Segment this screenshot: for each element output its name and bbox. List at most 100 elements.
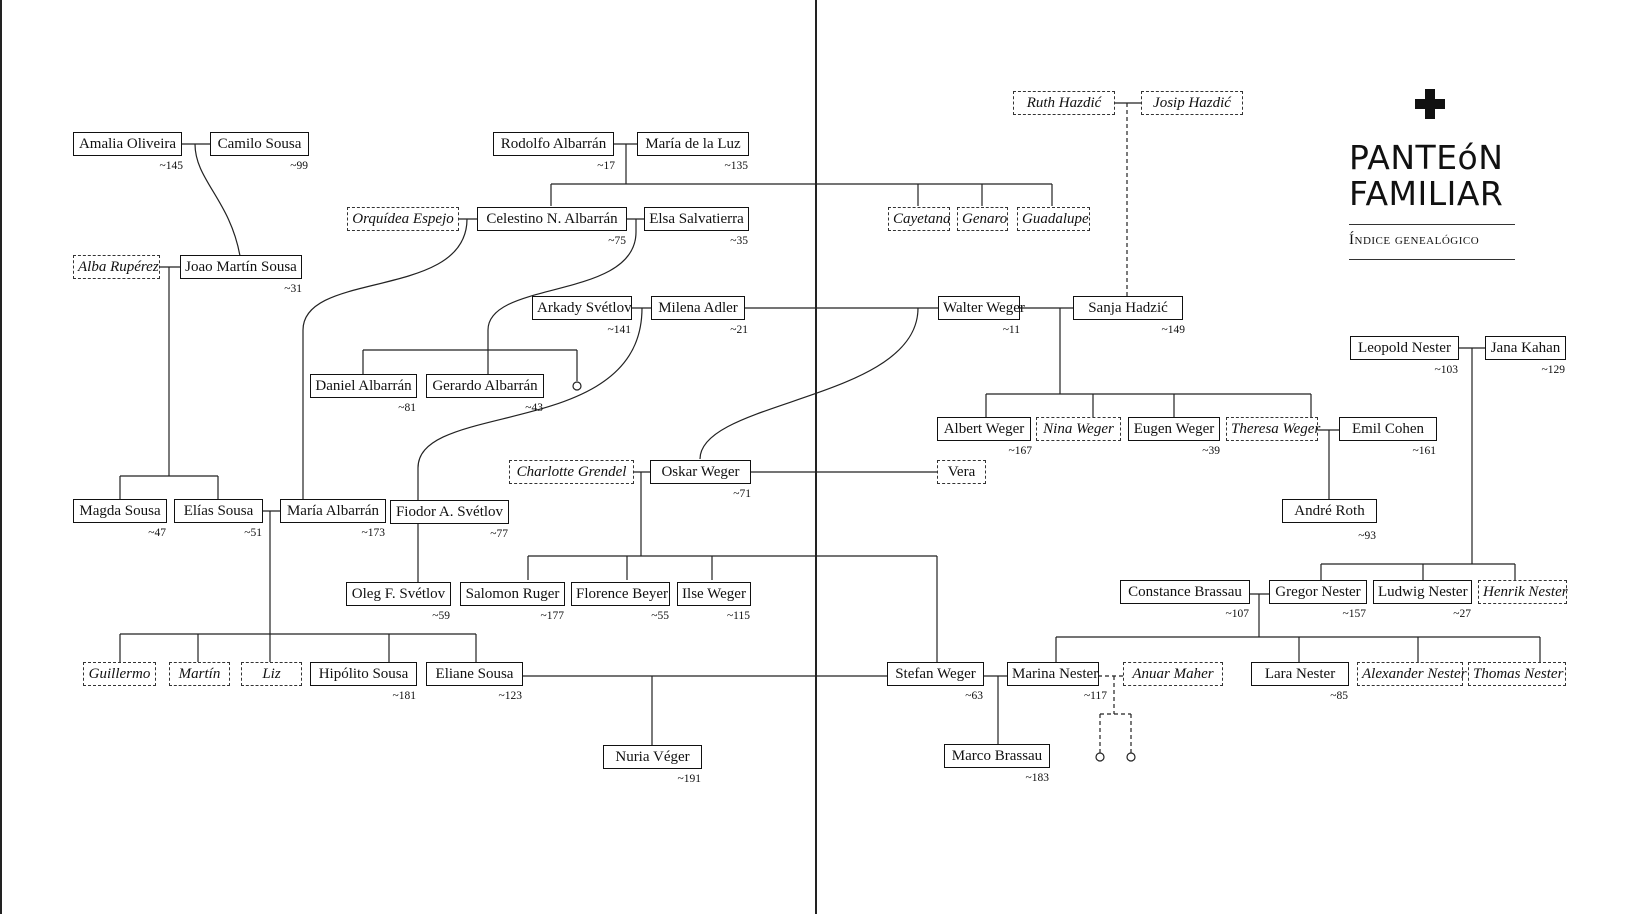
ref-gerardo-albarran: ~43 xyxy=(525,402,543,414)
ref-oleg-svetlov: ~59 xyxy=(432,610,450,622)
person-albert-weger: Albert Weger xyxy=(937,417,1031,441)
person-andre-roth: André Roth xyxy=(1282,499,1377,523)
person-thomas-nester: Thomas Nester xyxy=(1468,662,1566,686)
person-sanja-hadzic: Sanja Hadzić xyxy=(1073,296,1183,320)
person-guillermo: Guillermo xyxy=(83,662,156,686)
ref-eliane-sousa: ~123 xyxy=(498,690,522,702)
ref-andre-roth: ~93 xyxy=(1358,530,1376,542)
person-fiodor-svetlov: Fiodor A. Svétlov xyxy=(390,500,509,524)
person-ludwig-nester: Ludwig Nester xyxy=(1373,580,1472,604)
person-stefan-weger: Stefan Weger xyxy=(887,662,984,686)
person-nuria-veger: Nuria Véger xyxy=(603,745,702,769)
ref-maria-de-la-luz: ~135 xyxy=(724,160,748,172)
person-eugen-weger: Eugen Weger xyxy=(1128,417,1220,441)
person-marina-nester: Marina Nester xyxy=(1007,662,1099,686)
person-nina-weger: Nina Weger xyxy=(1036,417,1121,441)
ref-elsa-salvatierra: ~35 xyxy=(730,235,748,247)
person-arkady-svetlov: Arkady Svétlov xyxy=(532,296,632,320)
person-salomon-ruger: Salomon Ruger xyxy=(460,582,565,606)
person-vera: Vera xyxy=(937,460,986,484)
person-florence-beyer: Florence Beyer xyxy=(571,582,670,606)
ref-stefan-weger: ~63 xyxy=(965,690,983,702)
ref-magda-sousa: ~47 xyxy=(148,527,166,539)
person-constance-brassau: Constance Brassau xyxy=(1120,580,1250,604)
ref-jana-kahan: ~129 xyxy=(1541,364,1565,376)
ref-ilse-weger: ~115 xyxy=(726,610,750,622)
ref-joao-martin-sousa: ~31 xyxy=(284,283,302,295)
person-alexander-nester: Alexander Nester xyxy=(1357,662,1467,686)
person-walter-weger: Walter Weger xyxy=(938,296,1025,320)
ref-milena-adler: ~21 xyxy=(730,324,748,336)
ref-maria-albarran: ~173 xyxy=(361,527,385,539)
person-guadalupe: Guadalupe xyxy=(1017,207,1090,231)
person-ilse-weger: Ilse Weger xyxy=(677,582,751,606)
person-leopold-nester: Leopold Nester xyxy=(1350,336,1459,360)
page-title: PANTEóN FAMILIAR xyxy=(1349,140,1519,212)
person-marco-brassau: Marco Brassau xyxy=(944,744,1050,768)
ref-hipolito-sousa: ~181 xyxy=(392,690,416,702)
person-anuar-maher: Anuar Maher xyxy=(1123,662,1223,686)
title-line-1: PANTEóN xyxy=(1349,138,1504,177)
person-charlotte-grendel: Charlotte Grendel xyxy=(509,460,634,484)
person-henrik-nester: Henrik Nester xyxy=(1478,580,1568,604)
ref-sanja-hadzic: ~149 xyxy=(1161,324,1185,336)
page-subtitle: Índice genealógico xyxy=(1349,232,1480,248)
ref-oskar-weger: ~71 xyxy=(733,488,751,500)
ref-camilo-sousa: ~99 xyxy=(290,160,308,172)
ref-arkady-svetlov: ~141 xyxy=(607,324,631,336)
person-maria-albarran: María Albarrán xyxy=(280,499,386,523)
ref-salomon-ruger: ~177 xyxy=(540,610,564,622)
person-ruth-hazdic: Ruth Hazdić xyxy=(1013,91,1115,115)
ref-florence-beyer: ~55 xyxy=(651,610,669,622)
person-lara-nester: Lara Nester xyxy=(1251,662,1349,686)
ref-fiodor-svetlov: ~77 xyxy=(490,528,508,540)
person-orquidea-espejo: Orquídea Espejo xyxy=(347,207,459,231)
ref-celestino-albarran: ~75 xyxy=(608,235,626,247)
person-emil-cohen: Emil Cohen xyxy=(1339,417,1437,441)
person-oleg-svetlov: Oleg F. Svétlov xyxy=(346,582,451,606)
person-josip-hazdic: Josip Hazdić xyxy=(1141,91,1243,115)
ref-emil-cohen: ~161 xyxy=(1412,445,1436,457)
ref-albert-weger: ~167 xyxy=(1008,445,1032,457)
person-maria-de-la-luz: María de la Luz xyxy=(637,132,749,156)
person-magda-sousa: Magda Sousa xyxy=(73,499,167,523)
ref-lara-nester: ~85 xyxy=(1330,690,1348,702)
person-amalia-oliveira: Amalia Oliveira xyxy=(73,132,182,156)
person-jana-kahan: Jana Kahan xyxy=(1485,336,1566,360)
ref-amalia-oliveira: ~145 xyxy=(159,160,183,172)
person-daniel-albarran: Daniel Albarrán xyxy=(310,374,417,398)
person-alba-ruperez: Alba Rupérez xyxy=(73,255,160,279)
ref-ludwig-nester: ~27 xyxy=(1453,608,1471,620)
ref-nuria-veger: ~191 xyxy=(677,773,701,785)
person-eliane-sousa: Eliane Sousa xyxy=(426,662,523,686)
ref-eugen-weger: ~39 xyxy=(1202,445,1220,457)
person-oskar-weger: Oskar Weger xyxy=(650,460,751,484)
ref-constance-brassau: ~107 xyxy=(1225,608,1249,620)
person-liz: Liz xyxy=(241,662,302,686)
book-spine xyxy=(815,0,817,914)
ref-daniel-albarran: ~81 xyxy=(398,402,416,414)
person-camilo-sousa: Camilo Sousa xyxy=(210,132,309,156)
person-elias-sousa: Elías Sousa xyxy=(174,499,263,523)
person-theresa-weger: Theresa Weger xyxy=(1226,417,1320,441)
person-cayetana: Cayetana xyxy=(888,207,951,231)
ref-marco-brassau: ~183 xyxy=(1025,772,1049,784)
ref-gregor-nester: ~157 xyxy=(1342,608,1366,620)
person-rodolfo-albarran: Rodolfo Albarrán xyxy=(493,132,614,156)
title-rule-bottom xyxy=(1349,259,1515,260)
page-edge xyxy=(0,0,2,914)
person-hipolito-sousa: Hipólito Sousa xyxy=(310,662,417,686)
ref-leopold-nester: ~103 xyxy=(1434,364,1458,376)
person-martin: Martín xyxy=(169,662,230,686)
person-milena-adler: Milena Adler xyxy=(651,296,745,320)
person-genaro: Genaro xyxy=(957,207,1008,231)
person-gerardo-albarran: Gerardo Albarrán xyxy=(426,374,544,398)
ref-rodolfo-albarran: ~17 xyxy=(597,160,615,172)
person-gregor-nester: Gregor Nester xyxy=(1269,580,1367,604)
cross-icon xyxy=(1415,89,1445,119)
ref-walter-weger: ~11 xyxy=(1002,324,1020,336)
person-joao-martin-sousa: Joao Martín Sousa xyxy=(180,255,302,279)
title-line-2: FAMILIAR xyxy=(1349,174,1504,213)
